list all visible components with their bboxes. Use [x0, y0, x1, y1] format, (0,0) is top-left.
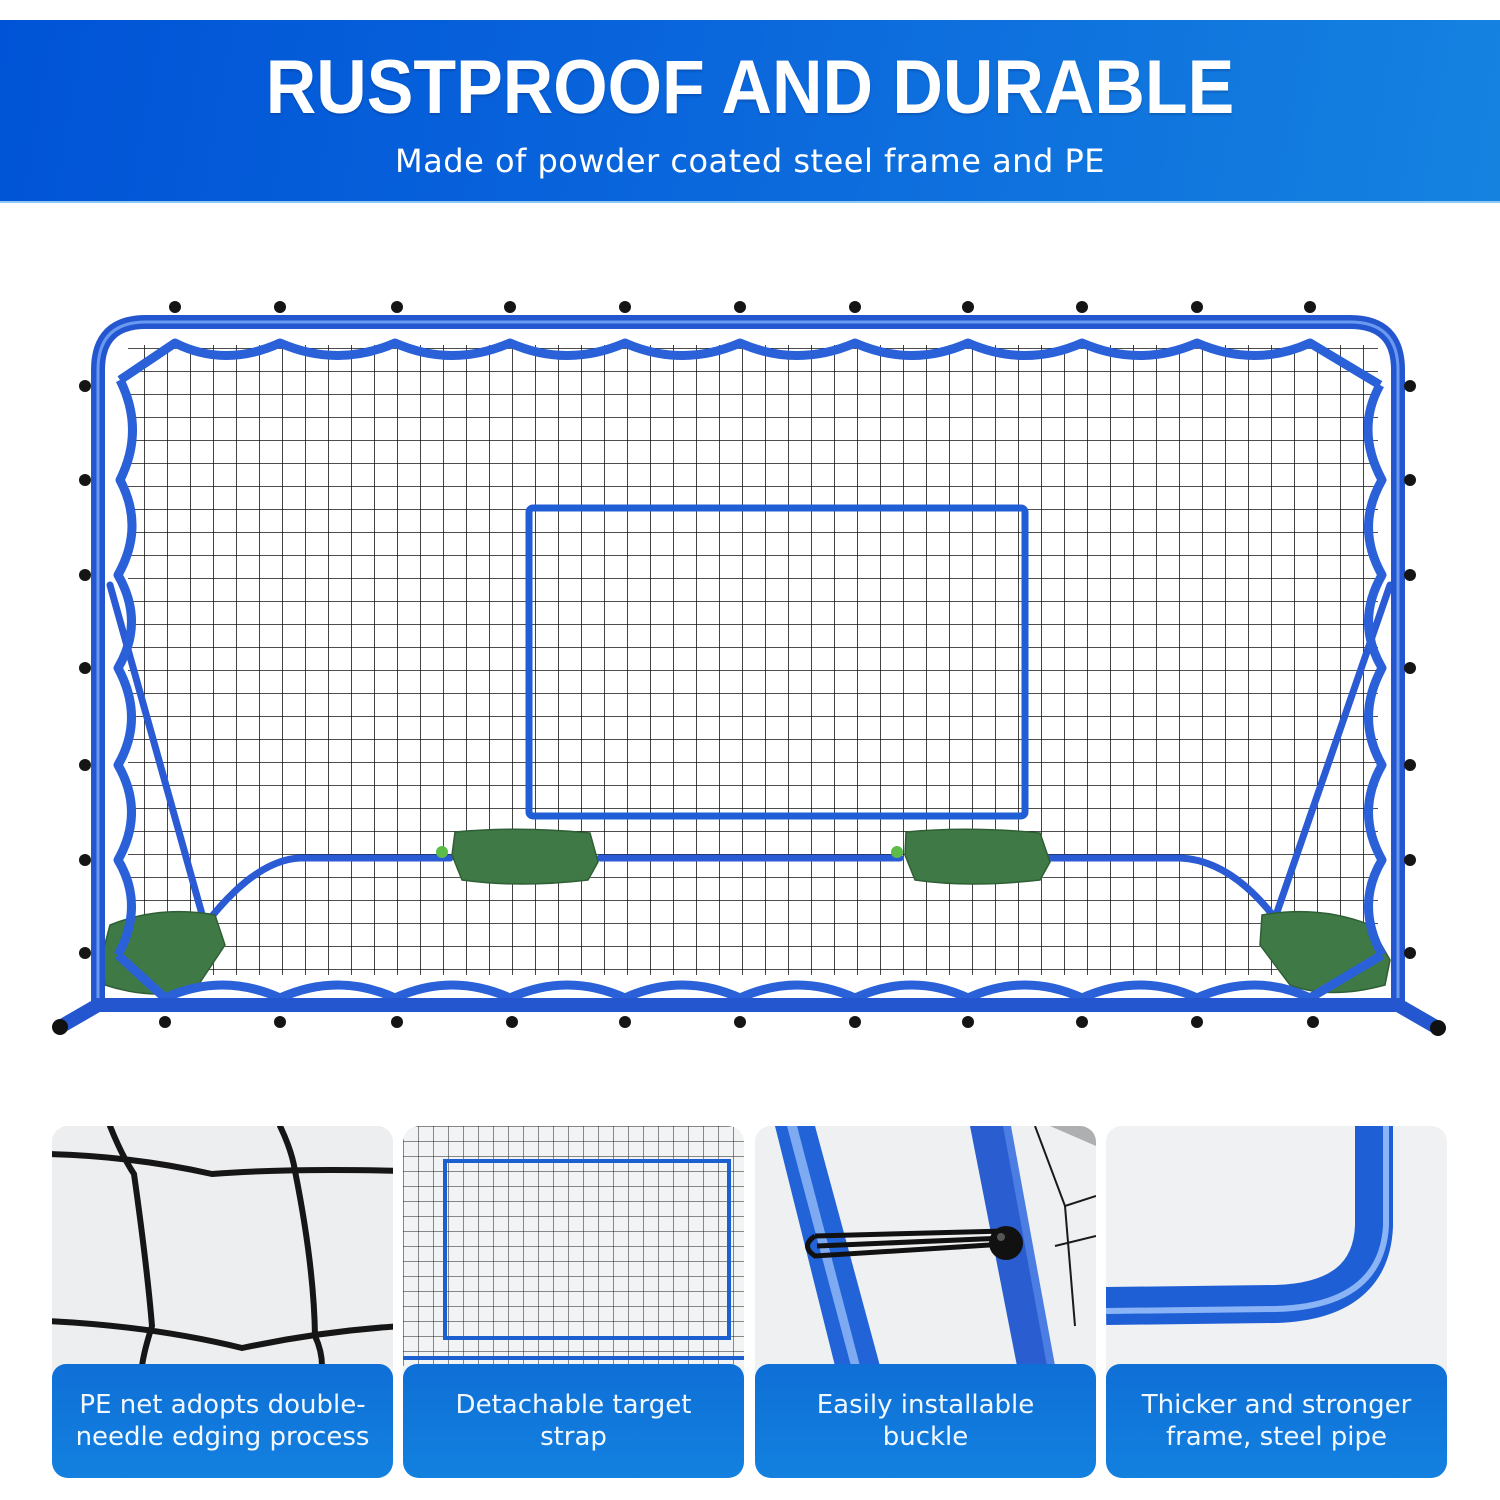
- feature-card-steel-pipe: Thicker and stronger frame, steel pipe: [1106, 1126, 1447, 1478]
- header-banner: RUSTPROOF AND DURABLE Made of powder coa…: [0, 20, 1500, 203]
- bottom-buckles: [159, 1016, 1319, 1028]
- feature-card-buckle: Easily installable buckle: [755, 1126, 1096, 1478]
- feature-caption: Thicker and stronger frame, steel pipe: [1106, 1364, 1447, 1478]
- feature-cards: PE net adopts double-needle edging proce…: [52, 1126, 1448, 1478]
- sandbag-icon: [101, 828, 1391, 995]
- top-buckles: [169, 301, 1316, 313]
- banner-subtitle: Made of powder coated steel frame and PE: [395, 142, 1105, 180]
- feature-card-target-strap: Detachable target strap: [403, 1126, 744, 1478]
- target-strap-closeup-image: [403, 1126, 744, 1366]
- bungee-ball-buckles: [79, 301, 1416, 1028]
- banner-title: RUSTPROOF AND DURABLE: [265, 45, 1235, 130]
- net-edging: [113, 338, 1387, 1003]
- net-mesh: [128, 345, 1378, 975]
- target-strap: [525, 504, 1029, 820]
- product-image-rebounder-net: [0, 280, 1500, 1060]
- feature-caption: Detachable target strap: [403, 1364, 744, 1478]
- feature-caption: PE net adopts double-needle edging proce…: [52, 1364, 393, 1478]
- bungee-buckle-closeup-image: [755, 1126, 1096, 1366]
- side-buckles: [79, 380, 1416, 959]
- steel-frame: [52, 315, 1446, 1036]
- net-closeup-image: [52, 1126, 393, 1366]
- feature-caption: Easily installable buckle: [755, 1364, 1096, 1478]
- feature-card-pe-net: PE net adopts double-needle edging proce…: [52, 1126, 393, 1478]
- steel-pipe-corner-closeup-image: [1106, 1126, 1447, 1366]
